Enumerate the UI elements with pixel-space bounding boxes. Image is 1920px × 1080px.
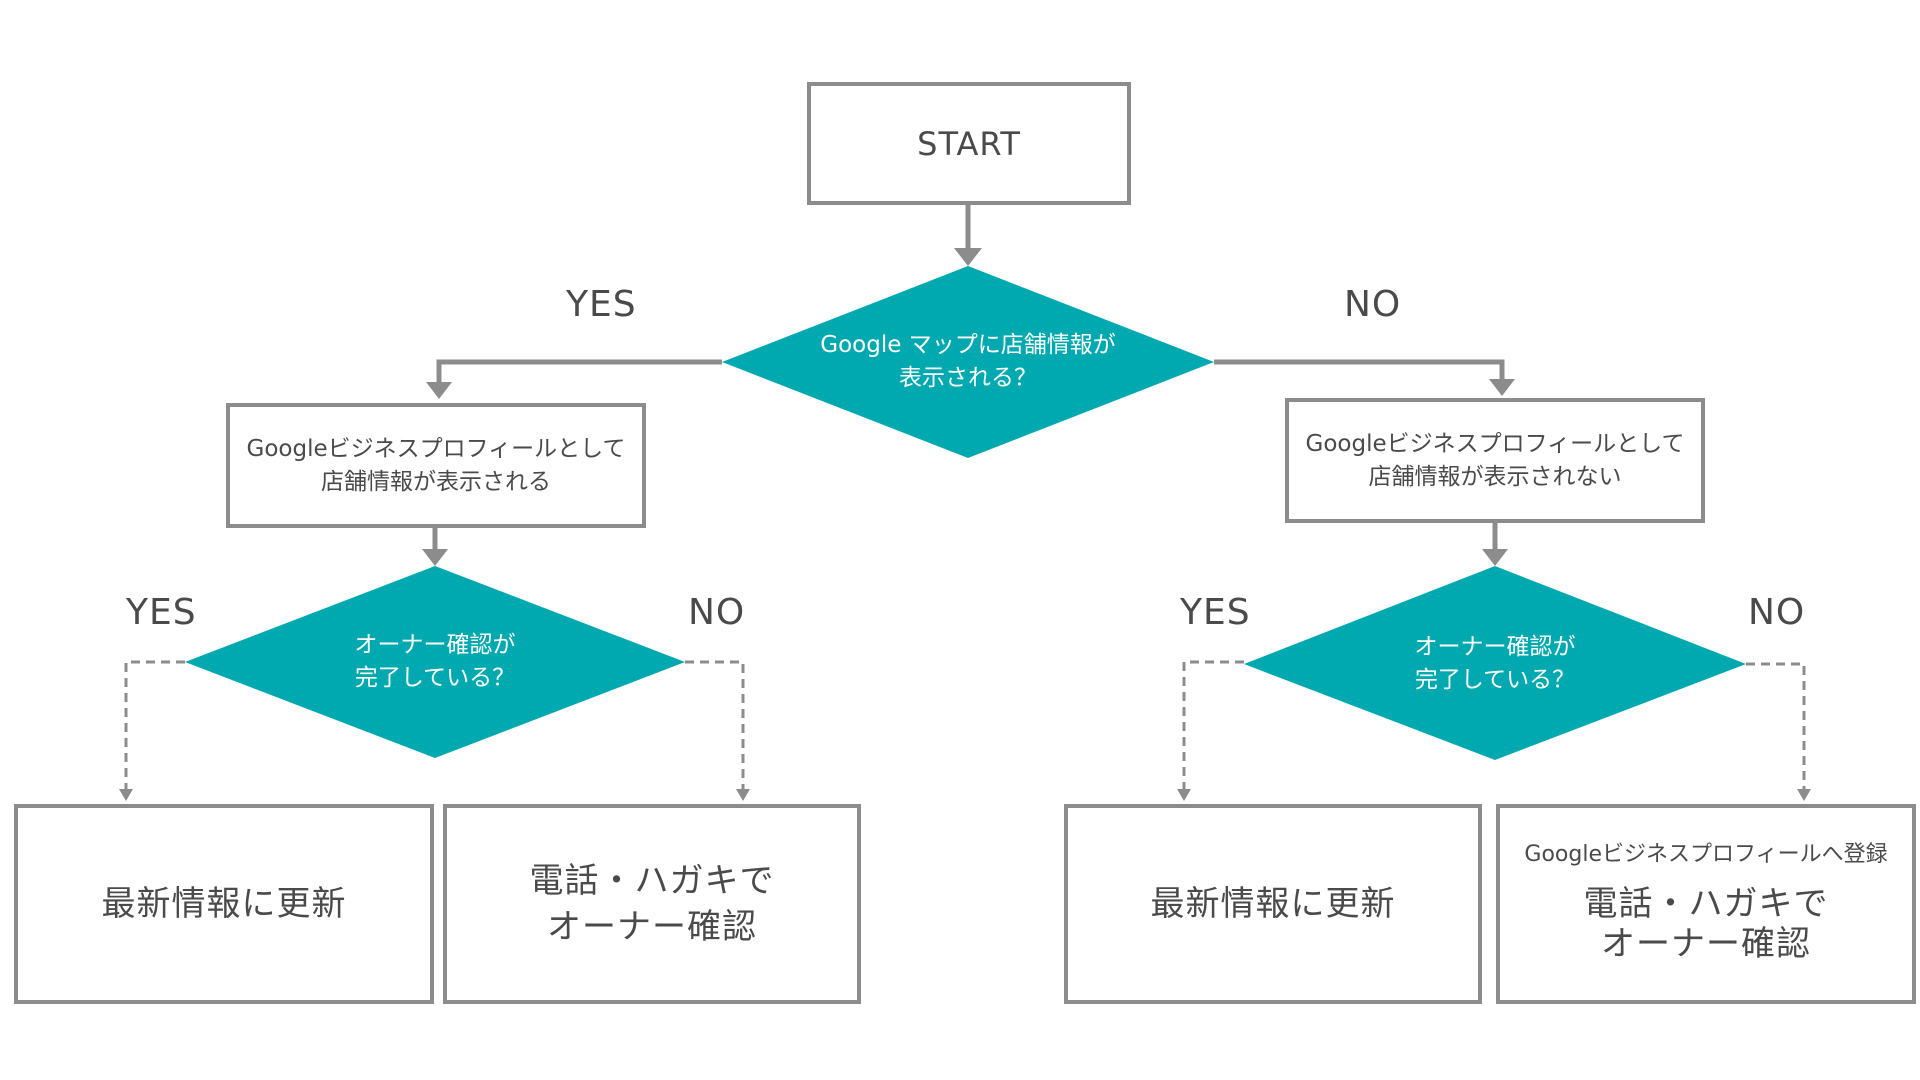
connector-top-yes: [426, 359, 722, 399]
edge-label-right-yes: YES: [1180, 592, 1251, 633]
decision-right-diamond: [1244, 566, 1746, 760]
connector-right-no: [1746, 662, 1811, 801]
connector-right-box-to-decision: [1482, 522, 1508, 566]
decision-left-diamond: [185, 566, 685, 758]
edge-label-right-no: NO: [1748, 592, 1806, 633]
connector-left-no: [685, 660, 750, 801]
right-outcome-yes-line-1: 最新情報に更新: [1150, 884, 1396, 924]
decision-right-line-2: 完了している？: [1414, 667, 1576, 693]
left-process-box: Googleビジネスプロフィールとして 店舗情報が表示される: [226, 403, 646, 528]
left-outcome-no: 電話・ハガキで オーナー確認: [443, 804, 861, 1004]
left-box-line-2: 店舗情報が表示される: [321, 468, 551, 495]
right-outcome-yes: 最新情報に更新: [1064, 804, 1482, 1004]
right-outcome-no-header: Googleビジネスプロフィールへ登録: [1524, 842, 1888, 867]
connector-right-yes: [1177, 660, 1244, 801]
decision-top-diamond: [722, 266, 1214, 458]
start-label: START: [917, 124, 1021, 163]
edge-label-left-no: NO: [688, 592, 746, 633]
decision-top-text: Google マップに店舗情報が 表示される？: [768, 316, 1168, 408]
decision-left-text: オーナー確認が 完了している？: [285, 616, 585, 708]
connector-left-box-to-decision: [422, 527, 448, 566]
decision-left-line-2: 完了している？: [354, 665, 516, 691]
left-outcome-yes: 最新情報に更新: [14, 804, 434, 1004]
decision-top-line-1: Google マップに店舗情報が: [820, 332, 1116, 358]
decision-left-line-1: オーナー確認が: [354, 632, 516, 658]
right-outcome-no: Googleビジネスプロフィールへ登録 電話・ハガキで オーナー確認: [1496, 804, 1916, 1004]
left-box-line-1: Googleビジネスプロフィールとして: [246, 435, 626, 462]
edge-label-top-no: NO: [1344, 284, 1402, 325]
right-box-line-2: 店舗情報が表示されない: [1368, 463, 1622, 490]
connector-top-no: [1214, 359, 1515, 396]
decision-top-line-2: 表示される？: [899, 365, 1037, 391]
right-process-box: Googleビジネスプロフィールとして 店舗情報が表示されない: [1285, 398, 1705, 523]
decision-right-line-1: オーナー確認が: [1414, 634, 1576, 660]
left-outcome-no-line-1: 電話・ハガキで: [529, 861, 775, 901]
left-outcome-yes-line-1: 最新情報に更新: [101, 884, 347, 924]
right-outcome-no-line-1: 電話・ハガキで: [1583, 884, 1829, 924]
left-outcome-no-line-2: オーナー確認: [547, 907, 757, 947]
connector-start-to-decision: [954, 203, 982, 266]
edge-label-top-yes: YES: [566, 284, 637, 325]
edge-label-left-yes: YES: [126, 592, 197, 633]
right-outcome-no-line-2: オーナー確認: [1601, 924, 1811, 964]
start-node: START: [807, 82, 1131, 205]
connector-left-yes: [119, 660, 185, 801]
right-box-line-1: Googleビジネスプロフィールとして: [1305, 430, 1685, 457]
decision-right-text: オーナー確認が 完了している？: [1345, 618, 1645, 710]
